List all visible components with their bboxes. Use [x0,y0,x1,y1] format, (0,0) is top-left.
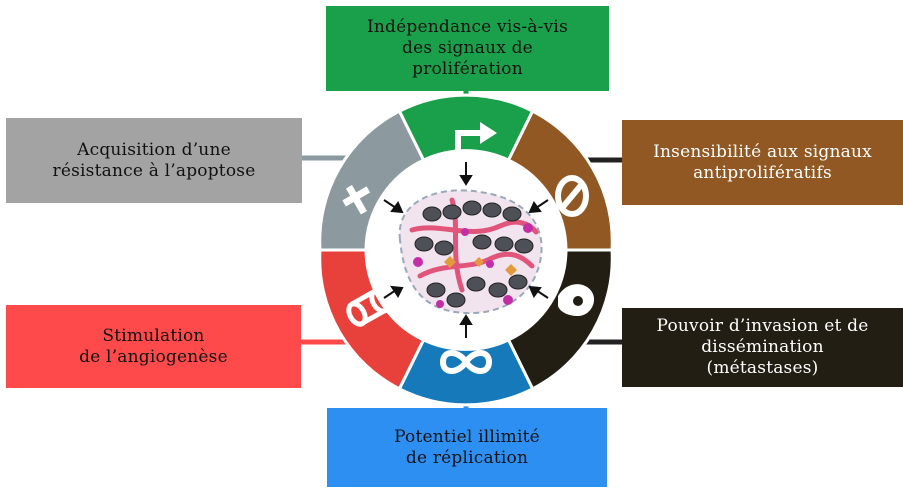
hallmark-box-antiproliferative: Insensibilité aux signaux antiproliférat… [622,120,903,205]
hallmark-box-proliferation: Indépendance vis-à-vis des signaux de pr… [326,6,609,91]
segment-apoptosis [318,109,426,252]
hallmark-label-apoptosis: Acquisition d’une résistance à l’apoptos… [52,139,256,181]
arrow-up-right-icon [455,122,497,157]
tombstone-cross-icon [342,185,371,215]
hallmark-box-apoptosis: Acquisition d’une résistance à l’apoptos… [6,118,302,203]
hallmark-box-replication: Potentiel illimité de réplication [327,408,607,487]
infinity-icon [439,350,493,374]
no-entry-icon [555,175,589,217]
arrow-in-bottom-icon [459,314,473,338]
hallmark-box-angiogenesis: Stimulation de l’angiogenèse [6,305,301,388]
cell-invasion-icon [558,284,595,316]
blood-vessel-icon [346,288,391,327]
arrow-in-top-right-icon [528,199,549,214]
tumor-cluster-illustration [398,189,543,315]
hallmark-label-proliferation: Indépendance vis-à-vis des signaux de pr… [366,17,568,79]
arrow-in-bottom-right-icon [528,285,549,299]
arrow-in-top-left-icon [383,199,404,214]
arrow-in-bottom-left-icon [383,285,404,299]
hallmark-label-replication: Potentiel illimité de réplication [394,426,540,468]
arrow-in-top-icon [459,162,473,186]
hallmark-label-invasion: Pouvoir d’invasion et de dissémination (… [656,316,869,378]
hallmark-label-angiogenesis: Stimulation de l’angiogenèse [79,325,228,367]
hallmark-label-antiproliferative: Insensibilité aux signaux antiproliférat… [653,141,872,183]
hallmark-box-invasion: Pouvoir d’invasion et de dissémination (… [622,308,903,387]
